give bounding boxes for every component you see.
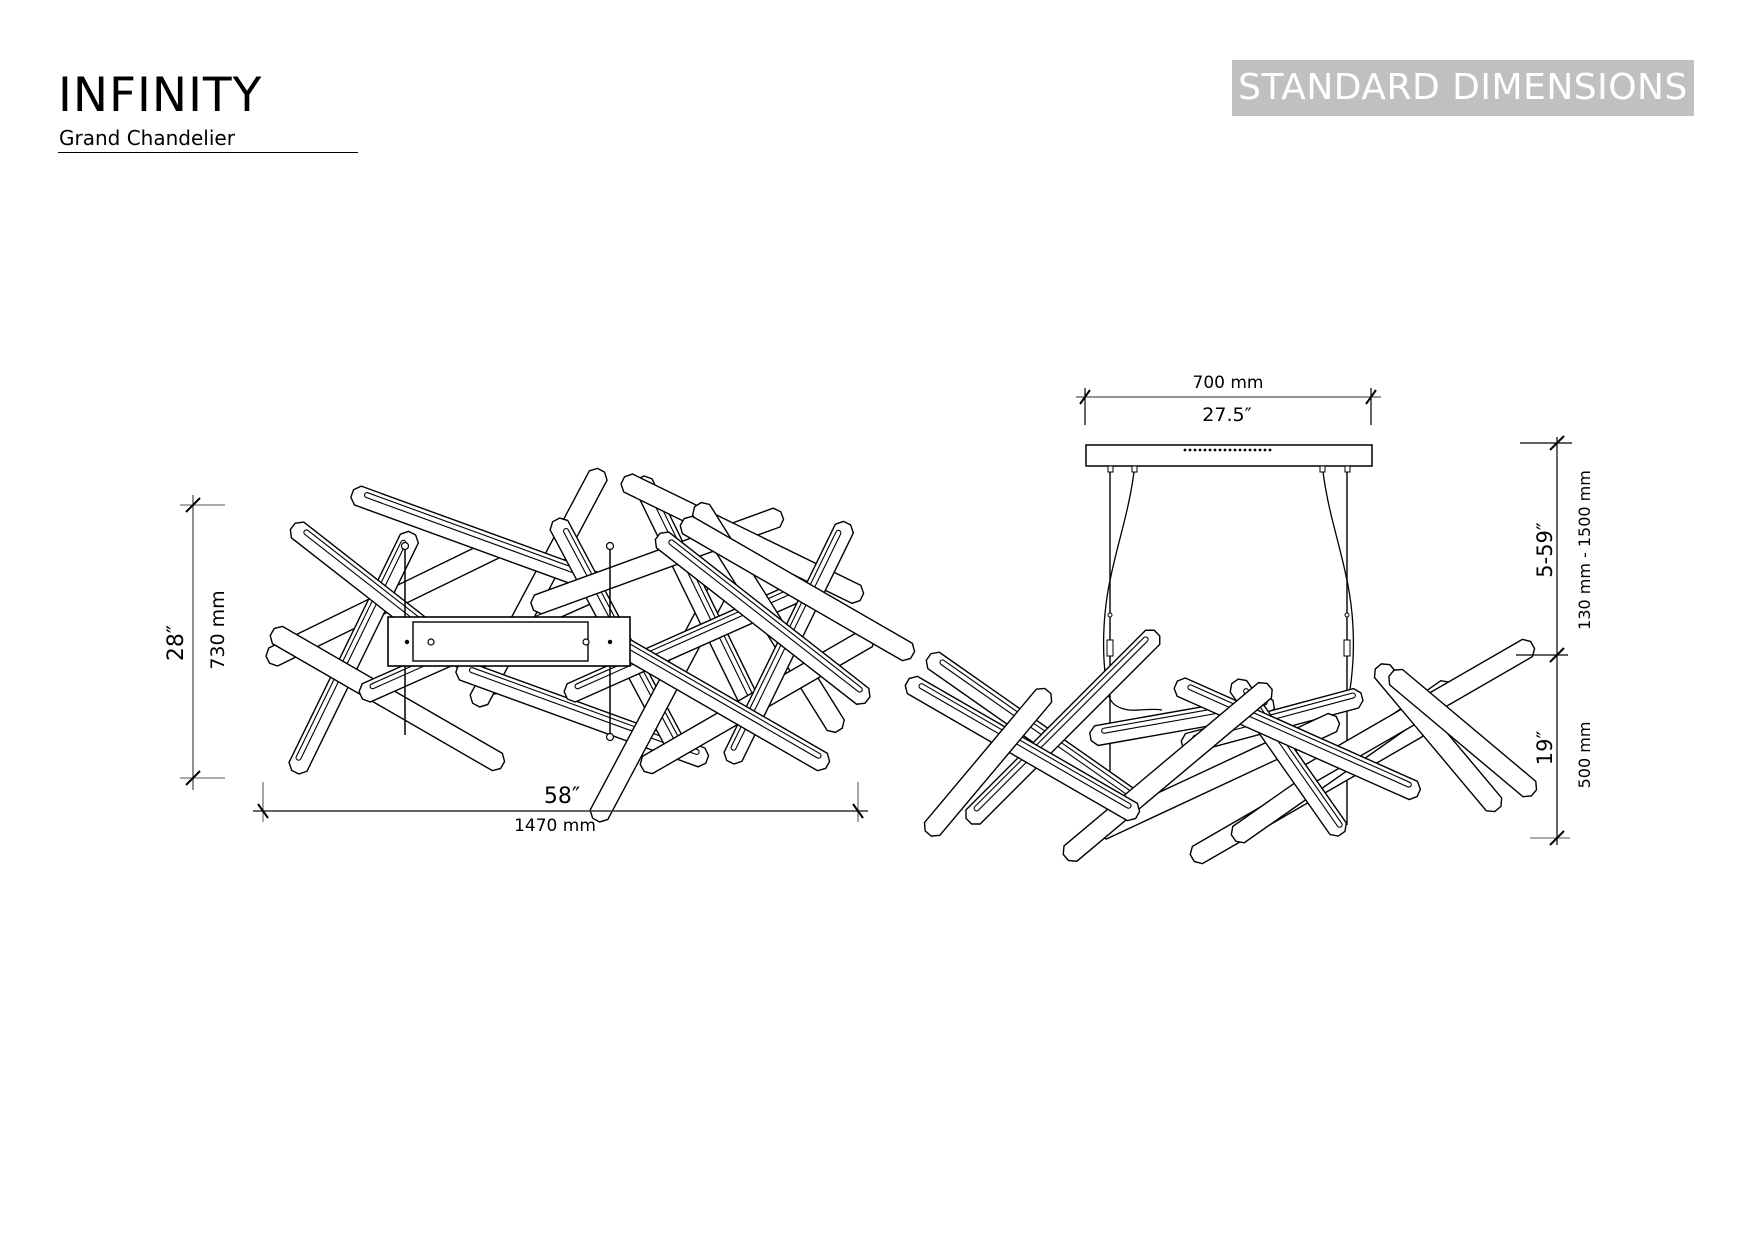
canopy-width-dimension: 700 mm 27.5″ <box>1076 373 1381 426</box>
title-underline <box>58 152 358 153</box>
canopy-width-inches: 27.5″ <box>1202 404 1251 426</box>
top-height-mm: 730 mm <box>207 590 229 669</box>
top-width-inches: 58″ <box>544 784 580 809</box>
top-height-inches: 28″ <box>164 625 189 661</box>
product-title: INFINITY <box>58 68 263 123</box>
drop-length-mm: 130 mm - 1500 mm <box>1575 470 1594 630</box>
canopy-width-mm: 700 mm <box>1193 373 1264 393</box>
body-height-mm: 500 mm <box>1575 722 1594 789</box>
standard-dimensions-badge: STANDARD DIMENSIONS <box>1232 60 1694 116</box>
top-width-mm: 1470 mm <box>514 816 596 836</box>
top-view-width-dimension: 58″ 1470 mm <box>253 782 868 836</box>
product-subtitle: Grand Chandelier <box>59 126 235 150</box>
top-view-height-dimension: 28″ 730 mm <box>164 495 229 790</box>
chandelier-side-view-icon <box>901 444 1542 868</box>
height-dimensions: 5-59″ 130 mm - 1500 mm 19″ 500 mm <box>1516 435 1594 846</box>
chandelier-top-view-icon <box>262 464 919 826</box>
drop-length-inches: 5-59″ <box>1533 522 1557 578</box>
body-height-inches: 19″ <box>1533 731 1557 766</box>
